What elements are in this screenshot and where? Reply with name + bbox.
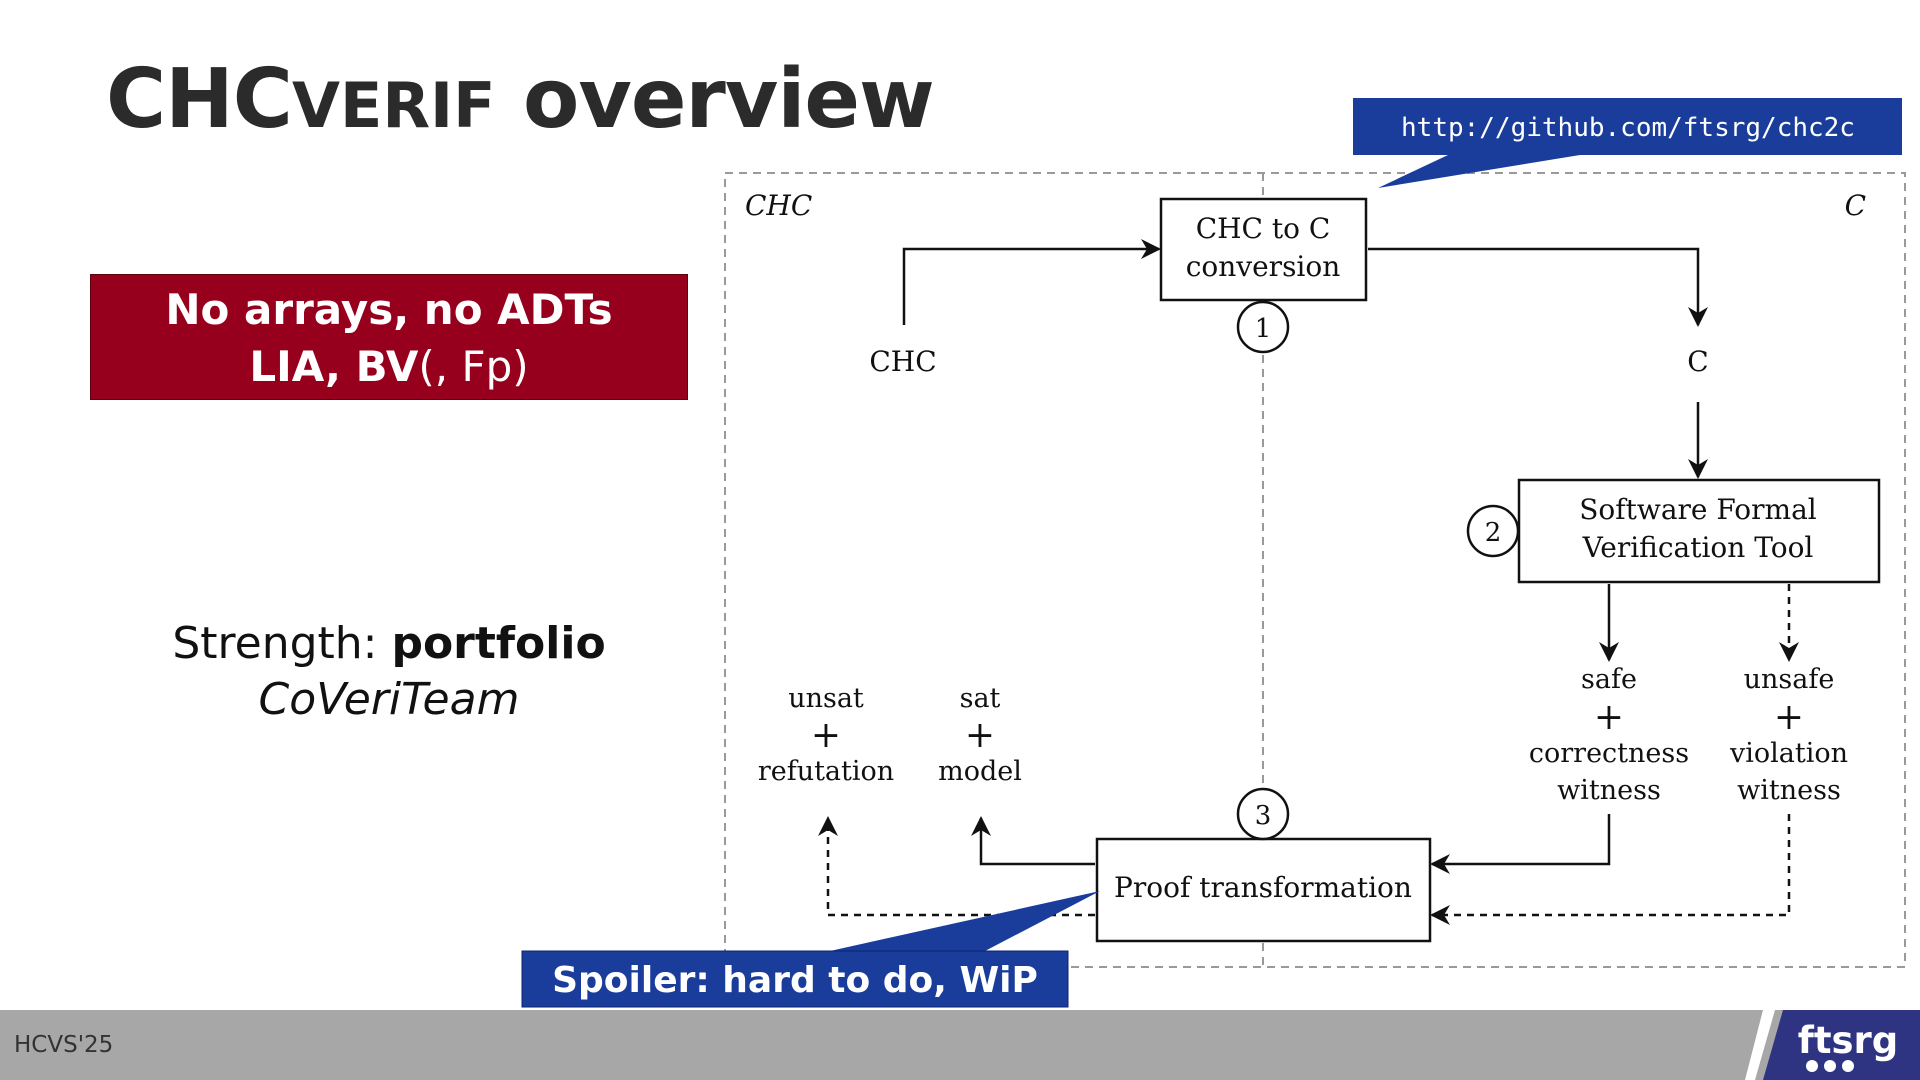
safe-line1: safe xyxy=(1581,664,1637,695)
region-label-c: C xyxy=(1845,189,1866,222)
arrow-proof-to-sat xyxy=(971,816,1095,866)
strength-italic: CoVeriTeam xyxy=(258,674,520,725)
verification-tool-box xyxy=(1517,478,1881,584)
arrow-unsafe-to-proof xyxy=(1430,814,1791,925)
logo-white-stripe xyxy=(1745,1010,1775,1080)
unsafe-line1: unsafe xyxy=(1744,664,1835,695)
step-1-label: 1 xyxy=(1255,314,1272,344)
conversion-box-line2: conversion xyxy=(1186,250,1341,283)
footer-bar xyxy=(0,1010,1920,1080)
url-callout-box xyxy=(1353,98,1902,155)
logo-dot-3 xyxy=(1842,1060,1854,1072)
unsafe-plus: + xyxy=(1774,697,1804,738)
step-3-circle xyxy=(1236,787,1290,841)
title-small-caps: VERIF xyxy=(291,69,496,142)
safe-line4: witness xyxy=(1557,775,1661,806)
spoiler-callout-box xyxy=(521,950,1069,1008)
step-2-circle xyxy=(1466,504,1520,558)
unsafe-line4: witness xyxy=(1737,775,1841,806)
chc-region-border xyxy=(724,172,1906,968)
arrow-proof-to-unsat xyxy=(818,816,1095,917)
step-1-circle xyxy=(1236,300,1290,354)
logo-dot-2 xyxy=(1824,1060,1836,1072)
title-rest: overview xyxy=(495,52,935,147)
limitations-line2-bold: LIA, BV xyxy=(249,342,419,391)
sat-line1: sat xyxy=(960,683,1001,714)
proof-transformation-label: Proof transformation xyxy=(1114,871,1412,904)
spoiler-callout-text: Spoiler: hard to do, WiP xyxy=(552,960,1038,1001)
step-2-label: 2 xyxy=(1485,518,1502,548)
arrow-chc-to-conversion xyxy=(902,239,1161,325)
limitations-line2-rest: (, Fp) xyxy=(418,342,529,391)
chc-node: CHC xyxy=(869,345,936,378)
region-label-chc: CHC xyxy=(745,189,812,222)
title-main: CHC xyxy=(106,52,293,147)
limitations-box: No arrays, no ADTs LIA, BV(, Fp) xyxy=(90,274,688,400)
strength-prefix: Strength: xyxy=(172,618,392,669)
arrow-safe-to-proof xyxy=(1430,814,1611,874)
unsat-line3: refutation xyxy=(758,756,894,787)
strength-text: Strength: portfolio CoVeriTeam xyxy=(90,616,688,728)
logo-dot-1 xyxy=(1806,1060,1818,1072)
conversion-box xyxy=(1159,197,1368,302)
safe-line3: correctness xyxy=(1529,738,1689,769)
unsat-plus: + xyxy=(811,715,841,756)
strength-bold: portfolio xyxy=(391,618,606,669)
step-3-label: 3 xyxy=(1255,801,1272,831)
conversion-box-line1: CHC to C xyxy=(1196,212,1331,245)
logo-background xyxy=(1763,1010,1920,1080)
verification-tool-line1: Software Formal xyxy=(1579,493,1817,526)
footer-label: HCVS'25 xyxy=(14,1032,114,1058)
unsat-line1: unsat xyxy=(788,683,864,714)
url-callout-text: http://github.com/ftsrg/chc2c xyxy=(1401,113,1855,143)
url-callout-pointer xyxy=(1378,155,1580,188)
logo-text: ftsrg xyxy=(1798,1019,1899,1062)
c-node: C xyxy=(1687,345,1708,378)
limitations-line1: No arrays, no ADTs xyxy=(165,285,613,334)
slide-title: CHCVERIF overview xyxy=(106,44,935,162)
arrow-conversion-to-c xyxy=(1368,247,1708,327)
spoiler-callout-pointer xyxy=(830,891,1100,951)
unsafe-line3: violation xyxy=(1729,738,1848,769)
ftsrg-logo: ftsrg xyxy=(1745,1010,1920,1080)
verification-tool-line2: Verification Tool xyxy=(1582,531,1814,564)
sat-plus: + xyxy=(965,715,995,756)
safe-plus: + xyxy=(1594,697,1624,738)
sat-line3: model xyxy=(938,756,1022,787)
proof-transformation-box xyxy=(1095,837,1432,943)
